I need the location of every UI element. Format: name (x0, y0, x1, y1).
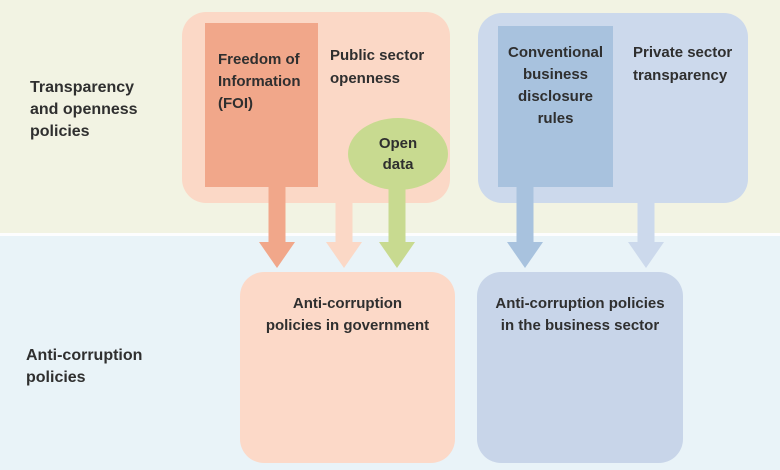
arrow-shaft (335, 198, 353, 242)
node-line: transparency (633, 67, 728, 84)
arrow-head-icon (628, 242, 664, 268)
node-line: (FOI) (218, 95, 253, 112)
anticorruption-policies-label: Anti-corruption policies (26, 345, 142, 389)
label-line: Anti-corruption (26, 347, 143, 364)
arrow-head-icon (259, 242, 295, 268)
node-line: Conventional (507, 44, 603, 61)
node-line: disclosure (517, 88, 594, 105)
arrow-head-icon (379, 242, 415, 268)
private-sector-arrow (628, 198, 664, 268)
open-data-node: Open data (348, 118, 448, 190)
public-sector-openness-node: Public sector openness (330, 44, 424, 90)
private-transparency-group: Conventional business disclosure rules P… (478, 13, 748, 203)
node-line: business (522, 66, 589, 83)
node-line: openness (330, 70, 401, 87)
node-line: Anti-corruption (292, 295, 403, 312)
node-line: rules (537, 110, 574, 127)
disclosure-rules-node: Conventional business disclosure rules (498, 26, 613, 187)
public-sector-openness-arrow (326, 198, 362, 268)
arrow-head-icon (507, 242, 543, 268)
private-sector-transparency-node: Private sector transparency (633, 41, 732, 87)
arrow-shaft (268, 185, 286, 242)
node-line: data (382, 156, 414, 173)
anticorruption-government-node: Anti-corruption policies in government (240, 272, 455, 463)
node-line: Freedom of (218, 51, 300, 68)
label-line: and openness (30, 101, 138, 118)
foi-node: Freedom of Information (FOI) (205, 23, 318, 187)
transparency-policies-label: Transparency and openness policies (30, 77, 138, 143)
label-line: Transparency (30, 79, 135, 96)
arrow-shaft (388, 183, 406, 242)
anticorruption-business-node: Anti-corruption policies in the business… (477, 272, 683, 463)
arrow-head-icon (326, 242, 362, 268)
node-line: in the business sector (500, 317, 660, 334)
foi-arrow (259, 185, 295, 268)
node-line: Anti-corruption policies (495, 295, 665, 312)
arrow-shaft (516, 185, 534, 242)
node-line: Information (218, 73, 301, 90)
node-line: Open (378, 135, 418, 152)
node-line: Public sector (330, 47, 425, 64)
node-line: Private sector (633, 44, 733, 61)
arrow-shaft (637, 198, 655, 242)
node-line: policies in government (265, 317, 430, 334)
label-line: policies (26, 369, 86, 386)
disclosure-rules-arrow (507, 185, 543, 268)
label-line: policies (30, 123, 90, 140)
open-data-arrow (379, 183, 415, 268)
public-transparency-group: Freedom of Information (FOI) Public sect… (182, 12, 450, 203)
